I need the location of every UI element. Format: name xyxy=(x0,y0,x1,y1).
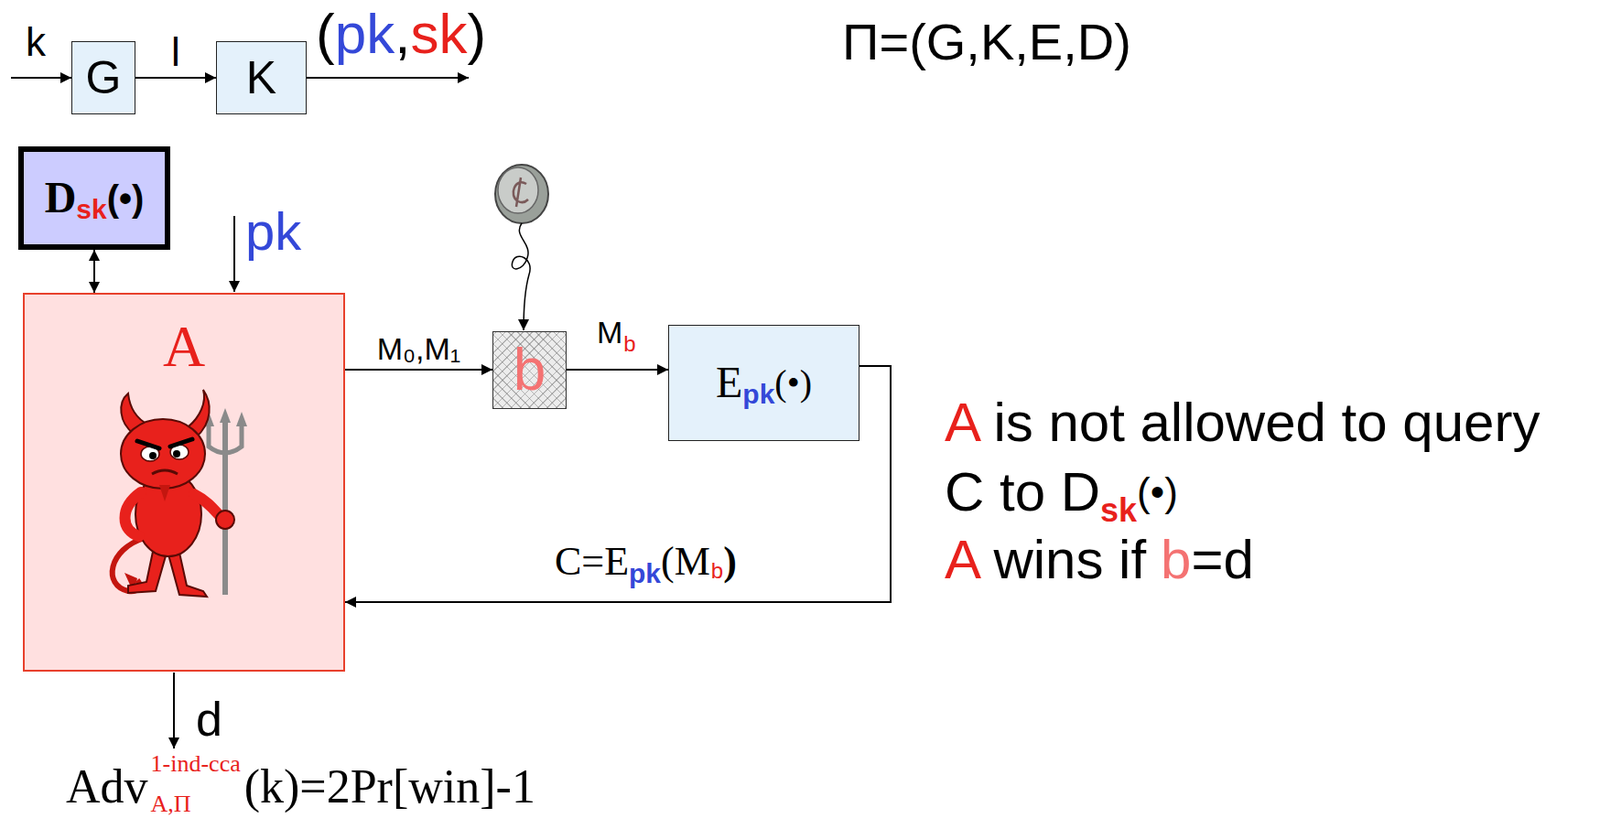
box-label: K xyxy=(246,53,277,104)
key-subscript: pk xyxy=(628,560,661,588)
oracle-symbol: D xyxy=(44,173,77,223)
bit-subscript: b xyxy=(711,560,724,583)
devil-hand xyxy=(216,510,235,530)
output-arrow xyxy=(306,76,469,79)
win-condition: A wins if xyxy=(944,532,1146,588)
ciphertext-formula: (M xyxy=(660,541,711,583)
oracle-argument: (•) xyxy=(107,178,145,219)
encryption-argument: (•) xyxy=(774,363,812,404)
advantage-formula: (k)=2Pr[win]-1 xyxy=(244,763,536,811)
box-label: G xyxy=(86,53,122,104)
devil-brows xyxy=(137,439,193,449)
cent-mark xyxy=(513,177,529,207)
security-parameter: k xyxy=(25,21,46,63)
pitchfork-fork xyxy=(208,422,242,454)
scheme-definition: Π=(G,K,E,D) xyxy=(842,16,1132,68)
rule-note: (•) xyxy=(1136,472,1179,513)
adversary-label: A xyxy=(162,314,206,379)
connector-arrow xyxy=(345,366,891,603)
devil-head xyxy=(120,419,206,489)
message-symbol: M xyxy=(596,316,623,348)
tuple-bracket: ) xyxy=(466,5,487,63)
generator-box: G xyxy=(71,41,136,115)
devil-leg xyxy=(168,552,207,597)
key-length-label: l xyxy=(171,32,181,73)
advantage-subscript: A,Π xyxy=(151,792,192,817)
key-subscript: pk xyxy=(742,378,775,410)
pitchfork-shaft xyxy=(222,422,228,595)
input-arrow xyxy=(10,76,72,79)
devil-mouth xyxy=(151,470,178,475)
connector-arrow xyxy=(93,249,96,293)
connector-arrow xyxy=(345,368,493,371)
ciphertext-formula: C=E xyxy=(554,541,629,583)
public-key: pk xyxy=(245,205,302,259)
key-subscript: sk xyxy=(1100,494,1137,528)
devil-goatee xyxy=(159,485,171,502)
connector-arrow xyxy=(135,76,217,79)
encryption-box: Epk(•) xyxy=(668,324,860,442)
connector-arrow xyxy=(566,368,669,371)
coin-face xyxy=(497,167,539,214)
input-arrow xyxy=(233,216,236,292)
coin-string xyxy=(511,223,530,331)
guess-output: d xyxy=(195,695,223,744)
encryption-symbol: E xyxy=(715,358,743,408)
tuple-comma: , xyxy=(394,5,411,63)
advantage-formula: Adv xyxy=(65,763,149,811)
rule-note: C to D xyxy=(944,464,1101,520)
secret-key: sk xyxy=(410,5,467,63)
ciphertext-formula: ) xyxy=(723,541,737,583)
keygen-box: K xyxy=(216,41,307,115)
devil-pupil xyxy=(149,452,157,460)
rule-note: A is not allowed to query xyxy=(944,395,1540,451)
message-pair-label: M₀,M₁ xyxy=(377,333,462,365)
bit-symbol: b xyxy=(1160,532,1191,588)
public-key: pk xyxy=(335,5,395,63)
devil-pupil xyxy=(172,450,181,458)
devil-illustration xyxy=(112,389,248,597)
devil-arm xyxy=(125,492,142,537)
advantage-superscript: 1-ind-cca xyxy=(151,752,241,777)
bit-subscript: b xyxy=(623,333,636,356)
win-condition: =d xyxy=(1190,532,1254,588)
bit-label: b xyxy=(513,337,547,402)
output-arrow xyxy=(172,672,175,749)
tuple-bracket: ( xyxy=(315,5,336,63)
coin-bit-box: b xyxy=(492,331,567,410)
coin-illustration xyxy=(495,164,549,331)
coin-rim xyxy=(495,164,549,224)
decryption-oracle-box: Dsk(•) xyxy=(18,146,171,250)
key-subscript: sk xyxy=(75,194,107,225)
